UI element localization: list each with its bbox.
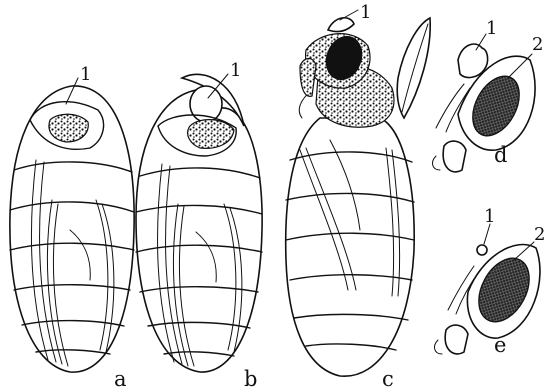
callout-1-c: 1 (360, 2, 371, 23)
panel-c: 1 c (286, 2, 431, 387)
callout-2-d: 2 (532, 34, 543, 55)
callout-1-b: 1 (230, 60, 241, 81)
callout-2-e: 2 (534, 224, 545, 245)
panel-a: 1 a (10, 64, 134, 387)
callout-1-a: 1 (80, 64, 91, 85)
panel-label-e: e (494, 333, 506, 357)
callout-1-d: 1 (486, 18, 497, 39)
panel-e: 1 2 e (435, 206, 546, 357)
panel-d: 1 2 d (433, 18, 544, 172)
panel-label-c: c (382, 367, 394, 387)
panel-b: 1 b (136, 60, 262, 387)
panel-label-d: d (494, 143, 507, 167)
panel-label-b: b (244, 367, 257, 387)
panel-label-a: a (114, 367, 127, 387)
callout-1-e: 1 (484, 206, 495, 227)
ptilinum-e (477, 245, 487, 255)
